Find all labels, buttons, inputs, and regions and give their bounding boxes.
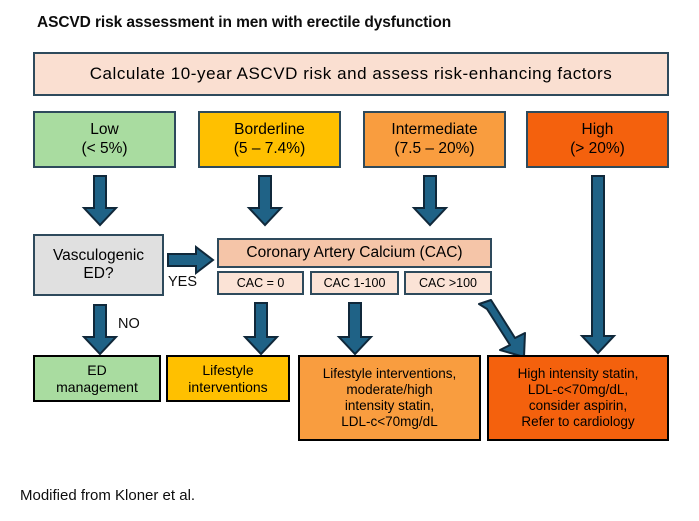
outcome-high-statin-line-2: consider aspirin, — [528, 398, 628, 413]
risk-tier-low: Low (< 5%) — [33, 111, 176, 168]
risk-tier-intermediate-name: Intermediate — [391, 121, 478, 139]
risk-tier-low-name: Low — [90, 121, 119, 139]
outcome-moderate-statin-line-0: Lifestyle interventions, — [322, 366, 457, 382]
risk-tier-high-name: High — [581, 121, 614, 139]
outcome-ed-management: ED management — [33, 355, 161, 402]
outcome-ed-management-line-1: management — [56, 378, 138, 395]
outcome-high-statin-line-0: High intensity statin, — [517, 366, 639, 382]
cac-category-2: CAC >100 — [404, 271, 492, 295]
outcome-moderate-statin-line-2: intensity statin, — [344, 398, 435, 413]
outcome-moderate-high-statin: Lifestyle interventions, moderate/high i… — [298, 355, 481, 441]
risk-tier-high-range: (> 20%) — [570, 139, 625, 157]
banner-calculate-risk: Calculate 10-year ASCVD risk and assess … — [33, 52, 669, 96]
outcome-moderate-statin-line-1: moderate/high — [346, 382, 433, 398]
arrow-label-yes: YES — [168, 274, 198, 290]
outcome-high-statin-line-3: Refer to cardiology — [521, 413, 635, 429]
arrow-yes-to-cac — [167, 244, 215, 276]
risk-tier-high: High (> 20%) — [526, 111, 669, 168]
arrow-high-to-outcome — [579, 175, 617, 355]
outcome-lifestyle-line-0: Lifestyle — [202, 361, 254, 378]
risk-tier-borderline-range: (5 – 7.4%) — [233, 139, 306, 157]
outcome-lifestyle-interventions: Lifestyle interventions — [166, 355, 290, 402]
decision-line-2: ED? — [83, 265, 114, 282]
outcome-high-intensity-statin: High intensity statin, LDL-c<70mg/dL, co… — [487, 355, 669, 441]
arrow-label-no: NO — [118, 316, 140, 332]
arrow-no-to-ed-management — [81, 304, 119, 356]
risk-tier-intermediate-range: (7.5 – 20%) — [394, 139, 475, 157]
arrow-cac1to100-to-moderate-statin — [336, 302, 374, 356]
arrow-intermediate-to-cac — [411, 175, 449, 227]
cac-header: Coronary Artery Calcium (CAC) — [217, 238, 492, 268]
arrow-cac0-to-lifestyle — [242, 302, 280, 356]
decision-vasculogenic-ed: Vasculogenic ED? — [33, 234, 164, 296]
arrow-cacover100-to-high-statin — [478, 299, 526, 358]
outcome-ed-management-line-0: ED — [87, 361, 107, 378]
risk-tier-intermediate: Intermediate (7.5 – 20%) — [363, 111, 506, 168]
source-attribution: Modified from Kloner et al. — [20, 487, 196, 504]
risk-tier-low-range: (< 5%) — [81, 139, 128, 157]
page-title: ASCVD risk assessment in men with erecti… — [37, 14, 452, 31]
arrow-borderline-to-cac — [246, 175, 284, 227]
risk-tier-borderline-name: Borderline — [234, 121, 305, 139]
cac-category-0: CAC = 0 — [217, 271, 304, 295]
decision-line-1: Vasculogenic — [52, 246, 145, 264]
outcome-moderate-statin-line-3: LDL-c<70mg/dL — [341, 413, 438, 429]
risk-tier-borderline: Borderline (5 – 7.4%) — [198, 111, 341, 168]
outcome-lifestyle-line-1: interventions — [188, 378, 268, 395]
cac-category-1: CAC 1-100 — [310, 271, 399, 295]
outcome-high-statin-line-1: LDL-c<70mg/dL, — [527, 382, 629, 398]
arrow-low-to-decision — [81, 175, 119, 227]
